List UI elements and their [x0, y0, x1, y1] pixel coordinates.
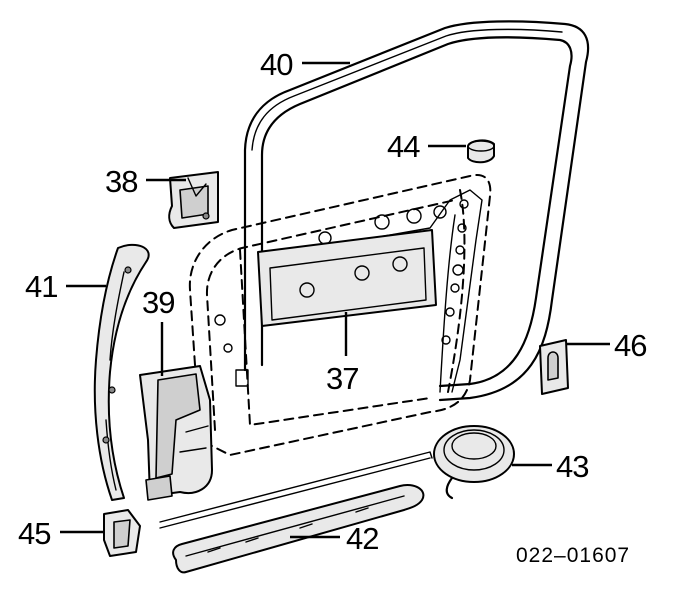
callout-40: 40: [260, 47, 293, 82]
callout-46: 46: [614, 328, 646, 363]
callout-41: 41: [25, 269, 57, 304]
callout-45: 45: [18, 516, 50, 551]
inner-panel-holes: [214, 199, 469, 387]
door-inner-panel: [188, 174, 492, 457]
callout-43: 43: [556, 449, 588, 484]
callout-38: 38: [105, 164, 137, 199]
door-plug[interactable]: [467, 139, 495, 164]
door-hinge[interactable]: [168, 171, 219, 229]
callout-42: 42: [346, 521, 378, 556]
access-panel-cover[interactable]: [257, 229, 437, 327]
rubber-strip[interactable]: [93, 243, 150, 501]
callout-44: 44: [387, 129, 420, 164]
door-check-bracket[interactable]: [139, 365, 213, 501]
lower-sill-strip[interactable]: [159, 451, 433, 574]
door-frame-seal[interactable]: [243, 20, 590, 402]
callout-39: 39: [142, 285, 174, 320]
coiled-seal[interactable]: [433, 425, 515, 500]
striker-cover[interactable]: [539, 339, 569, 395]
retaining-clip[interactable]: [103, 509, 141, 557]
callout-37: 37: [326, 361, 358, 396]
reference-code: 022–01607: [516, 544, 630, 567]
